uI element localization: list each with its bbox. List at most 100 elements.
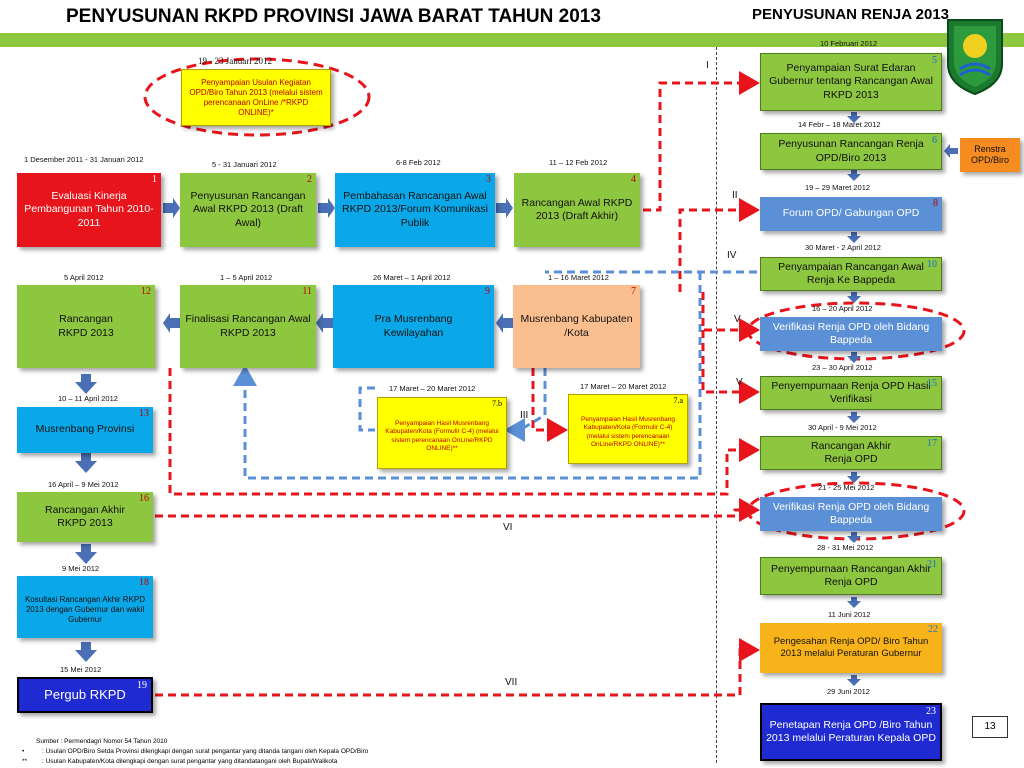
b7b-date: 17 Maret – 20 Maret 2012 <box>389 384 476 393</box>
b19-date: 15 Mei 2012 <box>60 665 102 674</box>
renja-step-5-box: 5 Penyampaian Surat Edaran Gubernur tent… <box>760 53 942 111</box>
step-2-box: 2 Penyusunan Rancangan Awal RKPD 2013 (D… <box>180 173 316 247</box>
r5-date: 10 Februari 2012 <box>820 39 878 48</box>
step-11-text: Finalisasi Rancangan Awal RKPD 2013 <box>185 313 311 339</box>
step-3-box: 3 Pembahasan Rancangan Awal RKPD 2013/Fo… <box>335 173 495 247</box>
renja-title: PENYUSUNAN RENJA 2013 <box>752 6 950 23</box>
step-13-text: Musrenbang Provinsi <box>35 423 135 436</box>
renja-step-17-text: Rancangan Akhir Renja OPD <box>811 439 891 465</box>
b7a-date: 17 Maret – 20 Maret 2012 <box>580 382 667 391</box>
renja-step-10-text: Penyampaian Rancangan Awal Renja Ke Bapp… <box>778 260 924 286</box>
roman-iii: III <box>520 410 529 421</box>
step-18-number: 18 <box>139 577 149 588</box>
renja-step-22-text: Pengesahan Renja OPD/ Biro Tahun 2013 me… <box>773 636 929 659</box>
step-12-text: Rancangan RKPD 2013 <box>58 313 114 339</box>
footnote-1-mark: • <box>22 748 25 755</box>
step-3-text: Pembahasan Rancangan Awal RKPD 2013/Foru… <box>342 190 488 229</box>
step-9-number: 9 <box>485 286 490 297</box>
renja-step-21-number: 21 <box>927 559 937 570</box>
b9-date: 26 Maret – 1 April 2012 <box>373 273 451 282</box>
roman-v-1: V <box>734 314 741 325</box>
page-number-text: 13 <box>984 720 996 732</box>
step-16-text: Rancangan Akhir RKPD 2013 <box>45 503 125 529</box>
renja-step-23-number: 23 <box>926 706 936 717</box>
b11-date: 1 – 5 April 2012 <box>220 273 273 282</box>
step-3-number: 3 <box>486 174 491 185</box>
renja-step-21-box: 21 Penyempurnaan Rancangan Akhir Renja O… <box>760 557 942 595</box>
renja-step-23-box: 23 Penetapan Renja OPD /Biro Tahun 2013 … <box>760 703 942 761</box>
r8-date: 19 – 29 Maret 2012 <box>805 183 871 192</box>
b18-date: 9 Mei 2012 <box>62 564 100 573</box>
step-1-text: Evaluasi Kinerja Pembangunan Tahun 2010-… <box>24 190 154 229</box>
renja-step-15-box: 15 Penyempurnaan Renja OPD Hasil Verifik… <box>760 376 942 410</box>
step-1-box: 1 Evaluasi Kinerja Pembangunan Tahun 201… <box>17 173 161 247</box>
step-2-number: 2 <box>307 174 312 185</box>
top-note-date: 19 - 23 Januari 2012 <box>198 56 272 66</box>
renstra-box: Renstra OPD/Biro <box>960 138 1020 172</box>
renja-step-22-number: 22 <box>928 624 938 635</box>
renstra-text: Renstra OPD/Biro <box>970 143 1009 165</box>
b13-date: 10 – 11 April 2012 <box>58 394 118 403</box>
step-7b-text: Penyampaian Hasil Musrenbang Kabupaten/K… <box>385 420 499 452</box>
step-4-text: Rancangan Awal RKPD 2013 (Draft Akhir) <box>521 196 633 222</box>
emblem-logo <box>940 14 1010 96</box>
footnote-2: : Usulan Kabupaten/Kota dilengkapi denga… <box>42 758 338 765</box>
renja-step-14-text: Verifikasi Renja OPD oleh Bidang Bappeda <box>772 320 930 346</box>
step-19-number: 19 <box>137 680 147 691</box>
step-11-number: 11 <box>302 286 312 297</box>
renja-step-5-number: 5 <box>932 55 937 66</box>
r22-date: 11 Juni 2012 <box>828 610 871 619</box>
step-7b-number: 7.b <box>492 399 502 408</box>
step-7a-box: 7.a Penyampaian Hasil Musrenbang Kabupat… <box>568 394 688 464</box>
renja-step-20-box: Verifikasi Renja OPD oleh Bidang Bappeda <box>760 497 942 531</box>
renja-step-8-text: Forum OPD/ Gabungan OPD <box>782 207 920 220</box>
step-7a-text: Penyampaian Hasil Musrenbang Kabupaten/K… <box>581 416 675 448</box>
renja-step-21-text: Penyempurnaan Rancangan Akhir Renja OPD <box>771 562 931 588</box>
step-1-number: 1 <box>152 174 157 185</box>
r20-date: 21 - 25 Mei 2012 <box>818 483 875 492</box>
renja-step-8-box: 8 Forum OPD/ Gabungan OPD <box>760 197 942 231</box>
r10-date: 30 Maret - 2 April 2012 <box>805 243 881 252</box>
step-11-box: 11 Finalisasi Rancangan Awal RKPD 2013 <box>180 285 316 368</box>
b7-date: 1 – 16 Maret 2012 <box>548 273 609 282</box>
b2-date: 5 - 31 Januari 2012 <box>212 160 277 169</box>
renja-step-8-number: 8 <box>933 198 938 209</box>
b16-date: 16 April – 9 Mei 2012 <box>48 480 119 489</box>
footnote-2-mark: ** <box>22 758 28 765</box>
roman-vi: VI <box>503 522 513 533</box>
step-12-box: 12 Rancangan RKPD 2013 <box>17 285 155 368</box>
r15-date: 23 – 30 April 2012 <box>812 363 873 372</box>
step-16-number: 16 <box>139 493 149 504</box>
renja-step-5-text: Penyampaian Surat Edaran Gubernur tentan… <box>769 62 933 101</box>
r17-date: 30 April - 9 Mei 2012 <box>808 423 877 432</box>
step-7b-box: 7.b Penyampaian Hasil Musrenbang Kabupat… <box>377 397 507 469</box>
r21-date: 28 - 31 Mei 2012 <box>817 543 874 552</box>
step-19-box: 19 Pergub RKPD <box>17 677 153 713</box>
page-number: 13 <box>972 716 1008 738</box>
renja-step-15-text: Penyempurnaan Renja OPD Hasil Verifikasi <box>771 379 931 405</box>
roman-iv: IV <box>727 250 737 261</box>
renja-step-23-text: Penetapan Renja OPD /Biro Tahun 2013 mel… <box>766 718 936 744</box>
renja-step-20-text: Verifikasi Renja OPD oleh Bidang Bappeda <box>772 500 930 526</box>
step-9-text: Pra Musrenbang Kewilayahan <box>374 313 453 339</box>
top-note-text: Penyampaian Usulan Kegiatan OPD/Biro Tah… <box>189 77 323 117</box>
footnote-1: : Usulan OPD/Biro Setda Provinsi dilengk… <box>42 748 369 755</box>
step-19-text: Pergub RKPD <box>44 686 126 702</box>
step-18-text: Kosultasi Rancangan Akhir RKPD 2013 deng… <box>24 595 146 624</box>
roman-ii: II <box>732 190 738 201</box>
page-title: PENYUSUNAN RKPD PROVINSI JAWA BARAT TAHU… <box>66 6 601 27</box>
r14-date: 16 – 20 April 2012 <box>812 304 873 313</box>
b3-date: 6-8 Feb 2012 <box>396 158 441 167</box>
renja-step-17-number: 17 <box>927 438 937 449</box>
r6-date: 14 Febr – 18 Maret 2012 <box>798 120 881 129</box>
step-2-text: Penyusunan Rancangan Awal RKPD 2013 (Dra… <box>190 190 306 229</box>
b1-date: 1 Desember 2011 - 31 Januari 2012 <box>24 155 144 164</box>
step-7a-number: 7.a <box>673 396 683 405</box>
roman-i: I <box>706 60 709 71</box>
renja-step-6-number: 6 <box>932 135 937 146</box>
renja-step-10-number: 10 <box>927 259 937 270</box>
b4-date: 11 – 12 Feb 2012 <box>549 158 608 167</box>
step-9-box: 9 Pra Musrenbang Kewilayahan <box>333 285 494 368</box>
step-16-box: 16 Rancangan Akhir RKPD 2013 <box>17 492 153 542</box>
